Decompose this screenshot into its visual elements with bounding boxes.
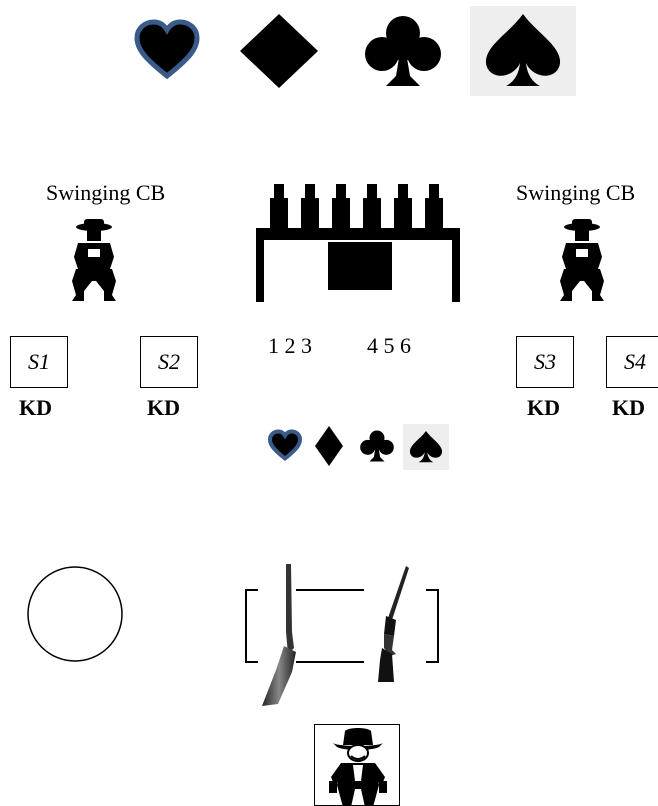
shotgun-icon: [258, 562, 304, 708]
plate-positions-right: 4 5 6: [367, 333, 411, 359]
club-icon: [360, 12, 446, 90]
rifle-icon: [366, 564, 412, 684]
club-icon: [358, 428, 396, 464]
spade-icon: [470, 6, 576, 96]
diamond-icon: [238, 12, 320, 90]
station-label-left: Swinging CB: [46, 180, 165, 206]
plate-positions-left: 1 2 3: [268, 333, 312, 359]
target-s1-tag: KD: [19, 395, 52, 421]
heart-icon: [268, 428, 302, 462]
start-circle-icon: [26, 565, 124, 663]
cowboy-icon: [314, 724, 400, 806]
target-s2: S2: [140, 336, 198, 388]
station-label-right: Swinging CB: [516, 180, 635, 206]
target-s4-tag: KD: [612, 395, 645, 421]
target-s3-tag: KD: [527, 395, 560, 421]
target-s3: S3: [516, 336, 574, 388]
diamond-icon: [313, 424, 345, 468]
swinging-cb-icon: [66, 219, 122, 303]
plate-rack-icon: [252, 184, 464, 304]
swinging-cb-icon: [554, 219, 610, 303]
target-s2-tag: KD: [147, 395, 180, 421]
target-s1: S1: [10, 336, 68, 388]
target-s4: S4: [606, 336, 658, 388]
heart-icon: [133, 18, 201, 80]
spade-icon: [403, 424, 449, 470]
